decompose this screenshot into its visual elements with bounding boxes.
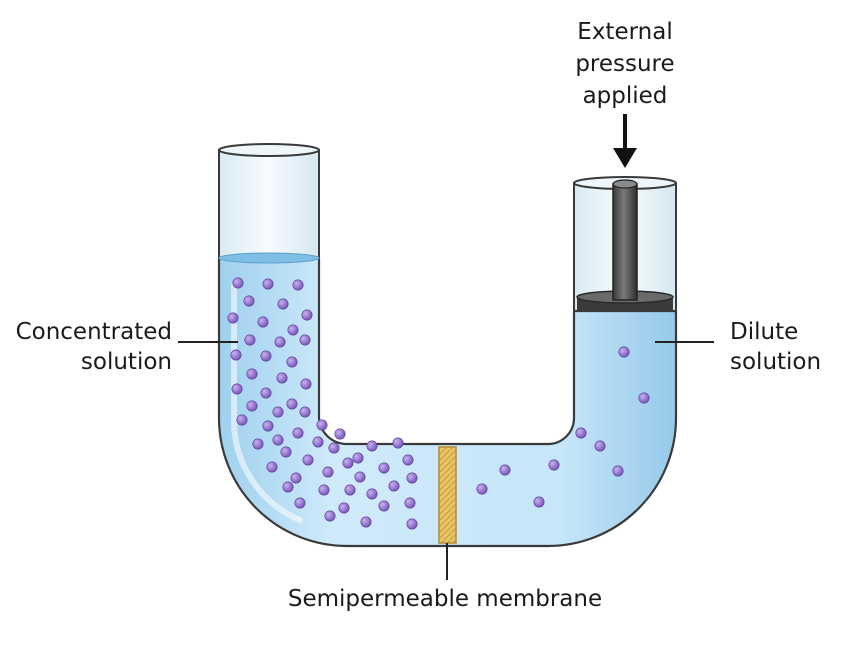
tube-highlight	[230, 282, 303, 523]
solute-particle-concentrated	[286, 356, 298, 368]
solute-particle-concentrated	[378, 500, 390, 512]
solute-particle-concentrated	[300, 378, 312, 390]
solute-particle-concentrated	[338, 502, 350, 514]
solute-particle-concentrated	[260, 350, 272, 362]
solute-particle-concentrated	[328, 442, 340, 454]
solute-particle-concentrated	[243, 295, 255, 307]
solute-particle-concentrated	[244, 334, 256, 346]
solute-particle-concentrated	[312, 436, 324, 448]
solute-particle-concentrated	[262, 420, 274, 432]
solute-particle-concentrated	[282, 481, 294, 493]
solute-particle-concentrated	[262, 278, 274, 290]
solute-particle-concentrated	[290, 472, 302, 484]
solute-particle-concentrated	[302, 454, 314, 466]
solute-particle-concentrated	[272, 434, 284, 446]
solute-particle-concentrated	[392, 437, 404, 449]
dilute-label-line1: Dilute	[730, 319, 798, 345]
solute-particle-concentrated	[236, 414, 248, 426]
solute-particle-concentrated	[246, 368, 258, 380]
solute-particle-concentrated	[366, 440, 378, 452]
solute-particle-concentrated	[274, 336, 286, 348]
solute-particle-concentrated	[230, 349, 242, 361]
solute-particle-concentrated	[280, 446, 292, 458]
solute-particle-dilute	[612, 465, 624, 477]
solute-particle-concentrated	[406, 472, 418, 484]
dilute-label-line2: solution	[730, 349, 821, 375]
solute-particle-concentrated	[352, 452, 364, 464]
solute-particle-concentrated	[334, 428, 346, 440]
u-tube-solution	[217, 256, 678, 548]
solute-particle-concentrated	[272, 406, 284, 418]
semipermeable-membrane	[438, 446, 457, 544]
pressure-arrow	[613, 114, 637, 168]
pressure-label-line2: pressure	[575, 51, 674, 77]
solute-particle-concentrated	[318, 484, 330, 496]
solute-particle-concentrated	[406, 518, 418, 530]
solute-particle-concentrated	[252, 438, 264, 450]
solute-particle-concentrated	[322, 466, 334, 478]
solute-particle-dilute	[594, 440, 606, 452]
piston	[576, 179, 674, 311]
solute-particles	[227, 277, 650, 530]
solute-particle-concentrated	[316, 419, 328, 431]
solute-particle-concentrated	[366, 488, 378, 500]
solute-particle-concentrated	[260, 387, 272, 399]
pressure-label-line1: External	[577, 19, 672, 45]
solute-particle-concentrated	[232, 277, 244, 289]
concentrated-label-line1: Concentrated	[16, 319, 172, 345]
solute-particle-concentrated	[402, 454, 414, 466]
solute-particle-concentrated	[266, 461, 278, 473]
solute-particle-concentrated	[231, 383, 243, 395]
concentrated-label-line2: solution	[81, 349, 172, 375]
solute-particle-concentrated	[299, 334, 311, 346]
solute-particle-concentrated	[287, 324, 299, 336]
solute-particle-concentrated	[292, 279, 304, 291]
solute-particle-concentrated	[342, 457, 354, 469]
solute-particle-dilute	[499, 464, 511, 476]
solute-particle-dilute	[476, 483, 488, 495]
solute-particle-dilute	[618, 346, 630, 358]
left-tube-glass	[218, 143, 320, 259]
solute-particle-concentrated	[246, 400, 258, 412]
solute-particle-dilute	[575, 427, 587, 439]
solute-particle-concentrated	[299, 406, 311, 418]
solute-particle-concentrated	[292, 427, 304, 439]
solute-particle-concentrated	[388, 480, 400, 492]
solute-particle-concentrated	[294, 497, 306, 509]
solute-particle-concentrated	[286, 398, 298, 410]
solute-particle-concentrated	[354, 471, 366, 483]
solute-particle-dilute	[533, 496, 545, 508]
left-solution-surface	[218, 252, 320, 264]
membrane-label: Semipermeable membrane	[288, 586, 602, 612]
solute-particle-concentrated	[227, 312, 239, 324]
solute-particle-concentrated	[344, 484, 356, 496]
solute-particle-concentrated	[277, 298, 289, 310]
solute-particle-concentrated	[301, 309, 313, 321]
solute-particle-concentrated	[378, 462, 390, 474]
solute-particle-concentrated	[404, 497, 416, 509]
solute-particle-concentrated	[276, 372, 288, 384]
solute-particle-dilute	[548, 459, 560, 471]
pressure-label-line3: applied	[583, 83, 668, 109]
solute-particle-concentrated	[257, 316, 269, 328]
solute-particle-concentrated	[324, 510, 336, 522]
solute-particle-concentrated	[360, 516, 372, 528]
solute-particle-dilute	[638, 392, 650, 404]
